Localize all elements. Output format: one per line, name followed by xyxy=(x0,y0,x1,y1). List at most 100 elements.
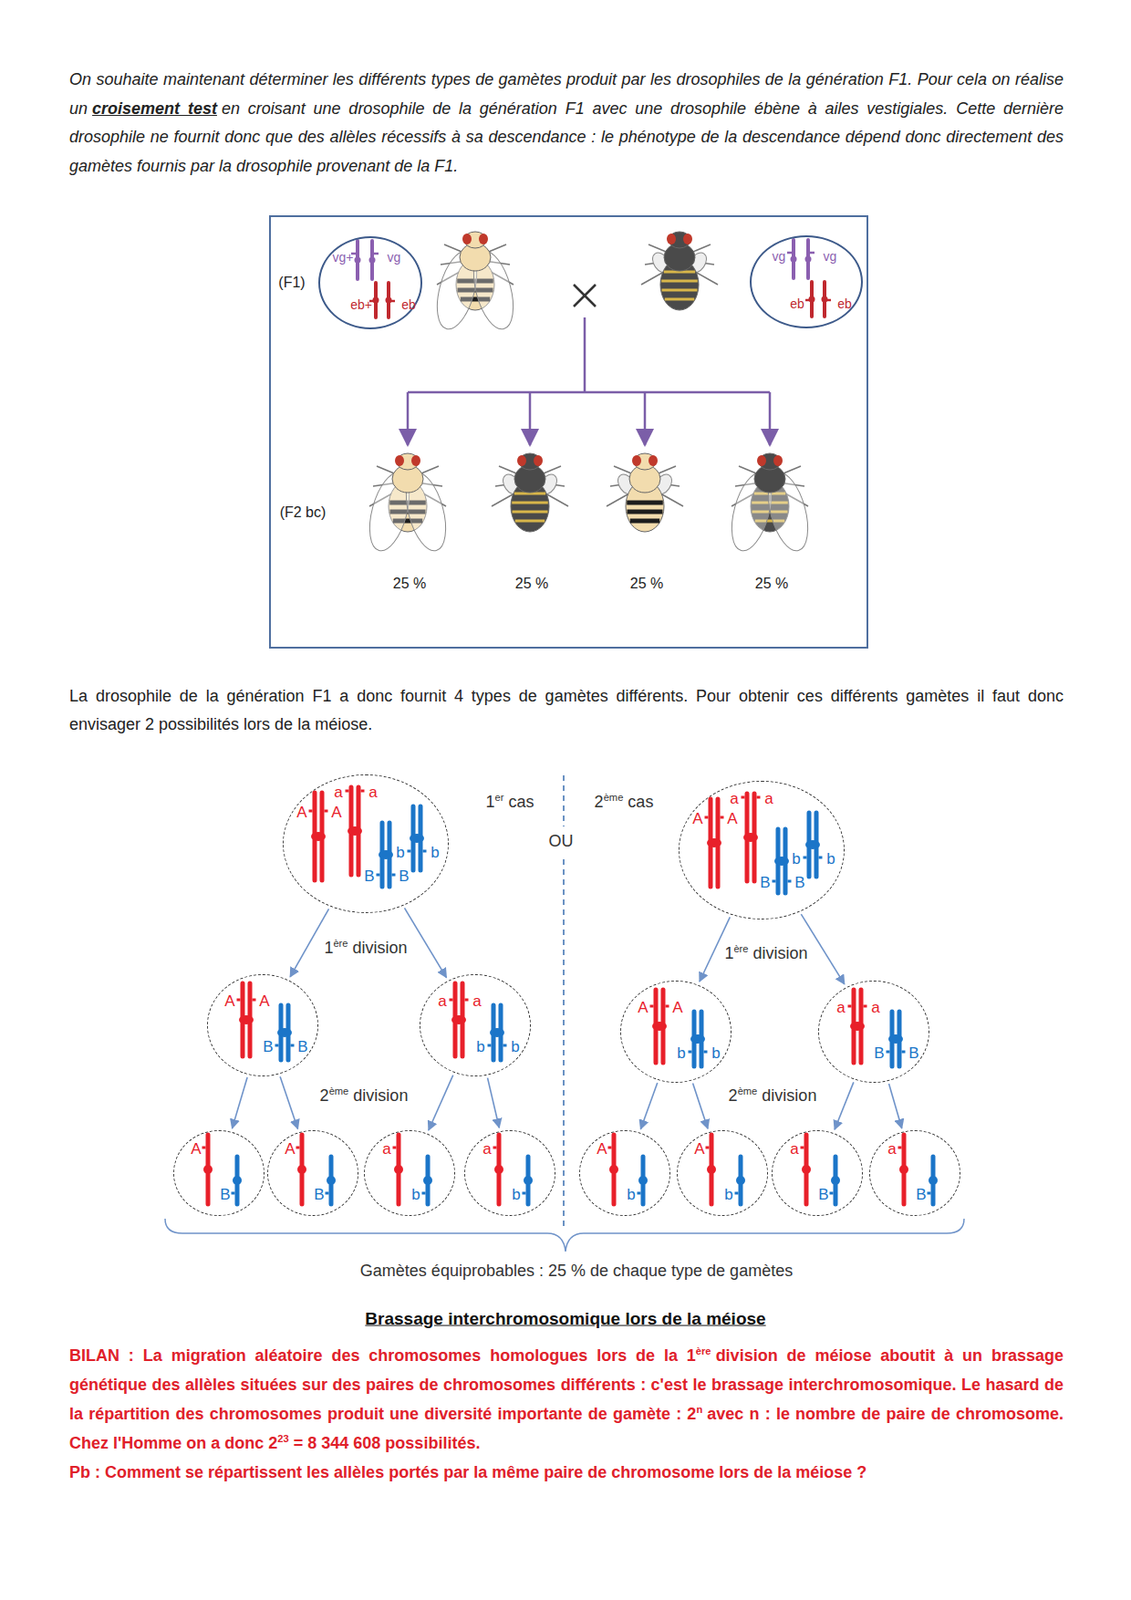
allele-label: vg xyxy=(823,249,838,263)
text-segment: 2 xyxy=(320,1086,330,1105)
text-segment: BILAN : La migration aléatoire des chrom… xyxy=(69,1346,696,1365)
superscript: ère xyxy=(332,937,348,949)
genotype-circle: vg+vgeb+eb xyxy=(318,236,423,330)
abdomen-stripe xyxy=(661,280,698,283)
centromere xyxy=(743,832,758,842)
allele-label: vg+ xyxy=(332,250,354,264)
cell-circle: ab xyxy=(363,1130,456,1216)
abdomen-stripe xyxy=(511,510,548,514)
allele-mark xyxy=(608,1146,613,1150)
centromere xyxy=(494,1164,504,1174)
centromere xyxy=(373,297,380,304)
allele-mark xyxy=(345,789,350,793)
text-segment: 2 xyxy=(594,792,604,811)
cross-sign xyxy=(573,284,596,307)
allele-label: b xyxy=(430,844,439,861)
arrow-connector xyxy=(640,1082,657,1130)
abdomen-stripe xyxy=(511,501,549,505)
allele-label: vg xyxy=(772,249,787,263)
cell-circle: aabb xyxy=(419,974,531,1077)
cross-frame: (F1)(F2 bc)25 %25 %25 %25 %vg+vgeb+ebvgv… xyxy=(269,215,869,649)
text-segment: division xyxy=(352,938,408,957)
allele-label: A xyxy=(190,1141,201,1157)
eye xyxy=(632,455,642,467)
text-block: La drosophile de la génération F1 a donc… xyxy=(69,682,1064,739)
allele-mark xyxy=(809,251,815,255)
cross-label: 25 % xyxy=(755,576,789,592)
centromere xyxy=(774,856,789,866)
allele-label: b xyxy=(791,850,800,867)
text-segment: 2 xyxy=(728,1086,738,1105)
eye xyxy=(648,455,658,467)
case-label: 1ercas xyxy=(486,793,535,812)
eye xyxy=(517,455,527,467)
allele-mark xyxy=(735,1192,739,1195)
eye xyxy=(666,233,676,245)
allele-label: B xyxy=(915,1186,926,1203)
division-label: 2èmedivision xyxy=(726,1087,820,1106)
drosophila xyxy=(362,453,453,555)
centromere xyxy=(232,1175,242,1185)
allele-label: b xyxy=(724,1186,733,1203)
intro-paragraph: On souhaite maintenant déterminer les di… xyxy=(69,65,1064,181)
allele-mark xyxy=(772,880,777,883)
arrow-connector xyxy=(404,907,447,977)
centromere xyxy=(801,1164,811,1174)
text-segment: cas xyxy=(627,792,654,811)
text-segment: 1 xyxy=(323,938,333,957)
allele-label: a xyxy=(368,784,377,800)
drosophila xyxy=(724,453,815,555)
allele-mark xyxy=(848,1005,852,1008)
genotype-circle: vgvgebeb xyxy=(749,235,863,329)
abdomen-stripe xyxy=(664,298,695,301)
drosophila xyxy=(606,453,684,532)
allele-mark xyxy=(202,1146,207,1150)
text-segment: OU xyxy=(549,831,574,851)
allele-mark xyxy=(309,809,313,813)
allele-mark xyxy=(393,1146,397,1150)
centromere xyxy=(409,833,425,843)
allele-mark xyxy=(650,1005,654,1008)
allele-mark xyxy=(503,1044,508,1048)
text-block: BILAN : La migration aléatoire des chrom… xyxy=(69,1340,1064,1458)
allele-label: B xyxy=(262,1038,273,1055)
text-segment: division xyxy=(761,1086,817,1105)
eye xyxy=(411,455,421,467)
centromere xyxy=(899,1164,909,1174)
allele-mark xyxy=(449,998,454,1002)
text-segment: 1 xyxy=(724,944,734,963)
allele-label: a xyxy=(764,790,773,807)
allele-label: A xyxy=(672,999,683,1016)
allele-mark xyxy=(290,1044,295,1048)
arrow-connector xyxy=(232,1077,249,1129)
arrow-connector xyxy=(280,1076,298,1129)
text-segment: Gamètes équiprobables : 25 % de chaque t… xyxy=(360,1261,793,1280)
allele-label: A xyxy=(284,1141,295,1157)
allele-mark xyxy=(704,1050,708,1054)
allele-mark xyxy=(863,1005,868,1008)
arrow-connector xyxy=(889,1083,903,1129)
allele-label: b xyxy=(826,850,835,867)
cell-circle: AAaaBBbb xyxy=(282,774,449,914)
centromere xyxy=(928,1175,938,1185)
descent-lines xyxy=(407,317,770,446)
text-block: Gamètes équiprobables : 25 % de chaque t… xyxy=(360,1262,793,1281)
centromere xyxy=(736,1175,746,1185)
allele-label: A xyxy=(726,810,737,827)
allele-mark xyxy=(720,816,725,820)
allele-mark xyxy=(493,1146,498,1150)
allele-label: b xyxy=(511,1186,520,1203)
superscript: ème xyxy=(737,1085,758,1097)
text-segment: croisement test xyxy=(92,99,218,118)
allele-mark xyxy=(757,796,761,799)
centromere xyxy=(277,1027,292,1038)
cell-circle: AB xyxy=(267,1130,359,1216)
allele-label: b xyxy=(510,1038,519,1055)
allele-label: eb xyxy=(401,298,416,312)
allele-mark xyxy=(927,1192,932,1195)
allele-label: B xyxy=(219,1186,230,1203)
text-block: Pb : Comment se répartissent les allèles… xyxy=(69,1457,1064,1487)
superscript: ème xyxy=(603,791,624,803)
centromere xyxy=(378,850,394,860)
